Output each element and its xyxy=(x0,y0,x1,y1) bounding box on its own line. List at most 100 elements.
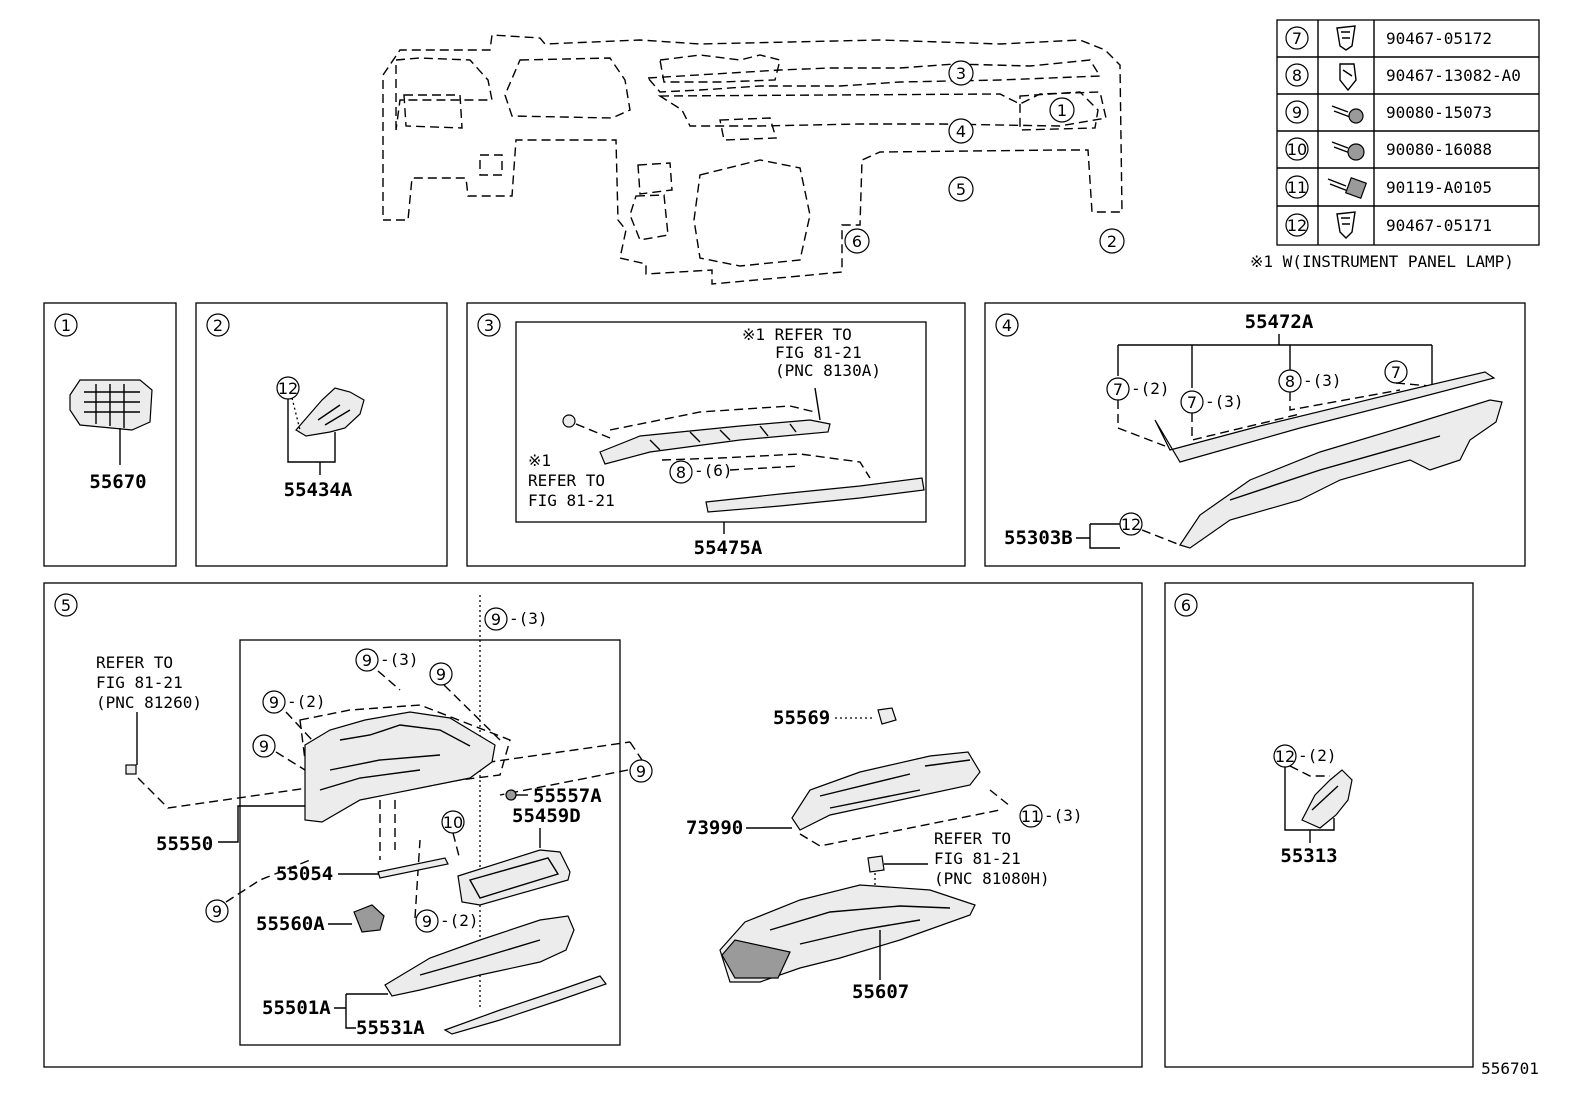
part-55501A-drawing xyxy=(384,915,575,997)
callout-qty: -(6) xyxy=(694,461,733,480)
callout: 9 xyxy=(269,693,279,712)
legend-ref: 10 xyxy=(1287,140,1307,159)
panel-number: 2 xyxy=(213,316,223,335)
panel-3: 3 ※1 REFER TO FIG 81-21 (PNC 8130A) ※1 R… xyxy=(466,302,966,567)
callout-qty: -(3) xyxy=(509,609,548,628)
callout: 10 xyxy=(443,813,463,832)
callout-qty: -(2) xyxy=(1298,746,1337,765)
panel-number: 6 xyxy=(1181,596,1191,615)
legend-ref: 7 xyxy=(1292,29,1302,48)
callout: 8 xyxy=(1285,372,1295,391)
part-55313-drawing xyxy=(1301,769,1353,829)
callout: 7 xyxy=(1187,393,1197,412)
callout-qty: -(3) xyxy=(1205,392,1244,411)
legend-part: 90467-05171 xyxy=(1386,216,1492,235)
callout-qty: -(2) xyxy=(440,911,479,930)
panel-number: 5 xyxy=(61,596,71,615)
callout-qty: -(3) xyxy=(380,650,419,669)
callout: 9 xyxy=(436,665,446,684)
callout: 9 xyxy=(422,912,432,931)
part-number: 55459D xyxy=(512,805,581,827)
callout: 9 xyxy=(636,762,646,781)
callout-qty: -(2) xyxy=(287,692,326,711)
legend-ref: 9 xyxy=(1292,103,1302,122)
refer-note-line: FIG 81-21 xyxy=(96,673,183,692)
callout: 11 xyxy=(1021,807,1041,826)
legend-part: 90467-13082-A0 xyxy=(1386,66,1521,85)
callout: 9 xyxy=(259,737,269,756)
part-number: 55557A xyxy=(533,785,602,807)
refer-note-line: ※1 xyxy=(528,451,551,470)
part-number: 55569 xyxy=(773,707,830,729)
legend-part: 90119-A0105 xyxy=(1386,178,1492,197)
fastener-legend-table: 7 90467-05172 8 90467-13082-A0 9 90080-1… xyxy=(1250,19,1540,271)
refer-note-line: (PNC 81260) xyxy=(96,693,202,712)
callout: 12 xyxy=(1275,747,1295,766)
part-55670-drawing xyxy=(69,379,153,431)
legend-row: 9 90080-15073 xyxy=(1285,100,1492,124)
legend-row: 11 90119-A0105 xyxy=(1285,175,1492,200)
clip-icon xyxy=(1336,25,1356,51)
part-73990-drawing xyxy=(791,751,981,831)
lamp-bulb-drawing xyxy=(562,414,576,428)
screw-icon xyxy=(1331,105,1351,118)
part-55569-drawing xyxy=(877,707,897,725)
panel-6: 6 12 -(2) 55313 xyxy=(1164,582,1474,1068)
legend-part: 90080-16088 xyxy=(1386,140,1492,159)
part-55531A-drawing xyxy=(443,975,607,1035)
part-number: 55670 xyxy=(89,471,146,493)
overview-callout-2: 2 xyxy=(1107,232,1117,251)
legend-part: 90467-05172 xyxy=(1386,29,1492,48)
bolt-head-icon xyxy=(1344,176,1368,200)
screw-head-icon xyxy=(1347,143,1365,161)
overview-callout-3: 3 xyxy=(956,64,966,83)
callout: 9 xyxy=(362,651,372,670)
panel-number: 3 xyxy=(484,316,494,335)
instrument-panel-overview: 1 2 3 4 5 6 xyxy=(382,34,1125,285)
part-number: 55434A xyxy=(284,479,353,501)
callout-qty: -(3) xyxy=(1303,371,1342,390)
overview-callout-4: 4 xyxy=(956,122,966,141)
part-number: 55531A xyxy=(356,1017,425,1039)
bolt-icon xyxy=(1327,178,1349,192)
callout: 12 xyxy=(278,379,298,398)
overview-callout-1: 1 xyxy=(1057,101,1067,120)
refer-note-line: REFER TO xyxy=(934,829,1011,848)
part-55054-drawing xyxy=(377,857,449,879)
refer-note-line: REFER TO xyxy=(96,653,173,672)
panel-2: 2 12 55434A xyxy=(195,302,448,567)
callout: 12 xyxy=(1121,515,1141,534)
part-number: 55313 xyxy=(1280,845,1337,867)
panel-number: 1 xyxy=(61,316,71,335)
lamp-bar-drawing xyxy=(599,419,831,465)
callout: 7 xyxy=(1391,363,1401,382)
figure-id: 556701 xyxy=(1481,1059,1539,1078)
refer-note-line: FIG 81-21 xyxy=(775,343,862,362)
overview-callout-6: 6 xyxy=(852,232,862,251)
legend-ref: 8 xyxy=(1292,66,1302,85)
part-number: 55472A xyxy=(1245,311,1314,333)
legend-ref: 11 xyxy=(1287,178,1307,197)
overview-callout-5: 5 xyxy=(956,180,966,199)
part-number: 55054 xyxy=(276,863,333,885)
callout: 7 xyxy=(1113,380,1123,399)
clip-icon xyxy=(1336,211,1356,239)
panel-4: 4 55472A 7 -(2) 7 -(3) 8 -(3) 7 55303B 1… xyxy=(984,302,1526,567)
refer-note-line: REFER TO xyxy=(528,471,605,490)
part-number: 55560A xyxy=(256,913,325,935)
screw-icon xyxy=(1331,141,1351,154)
part-number: 55501A xyxy=(262,997,331,1019)
legend-part: 90080-15073 xyxy=(1386,103,1492,122)
legend-ref: 12 xyxy=(1287,216,1307,235)
legend-row: 8 90467-13082-A0 xyxy=(1285,63,1521,92)
screw-head-icon xyxy=(1348,108,1364,124)
panel-number: 4 xyxy=(1002,316,1012,335)
part-55550-drawing xyxy=(304,711,496,823)
part-number: 55303B xyxy=(1004,527,1073,549)
refer-note-line: FIG 81-21 xyxy=(934,849,1021,868)
callout: 8 xyxy=(676,463,686,482)
legend-note: ※1 W(INSTRUMENT PANEL LAMP) xyxy=(1250,252,1514,271)
clip-icon xyxy=(1339,63,1357,92)
part-number: 55475A xyxy=(694,537,763,559)
